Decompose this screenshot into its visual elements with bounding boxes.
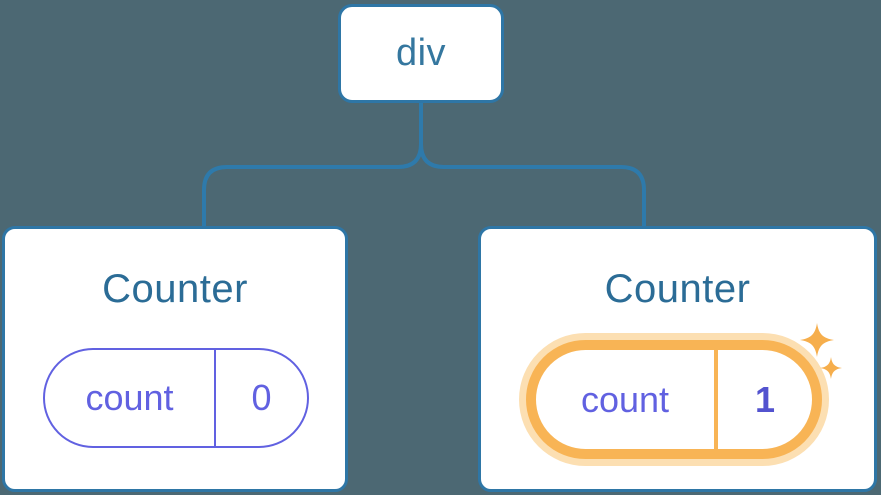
root-node-label: div: [395, 32, 447, 74]
state-pill: count 0: [43, 348, 309, 448]
state-name-label: count: [85, 377, 174, 418]
connector-right-branch: [419, 99, 646, 230]
state-pill-highlighted: count 1: [526, 340, 822, 459]
counter-card: Counter count 0: [2, 226, 348, 492]
state-value: 1: [754, 378, 776, 420]
root-node-div: div: [338, 4, 504, 103]
state-value: 0: [251, 377, 272, 418]
connector-left-branch: [202, 99, 423, 230]
pill-divider: [714, 350, 719, 449]
counter-card: Counter count 1: [478, 226, 877, 492]
pill-divider: [213, 350, 216, 446]
counter-title: Counter: [604, 267, 751, 311]
counter-title: Counter: [102, 267, 248, 311]
state-name-label: count: [580, 378, 670, 420]
